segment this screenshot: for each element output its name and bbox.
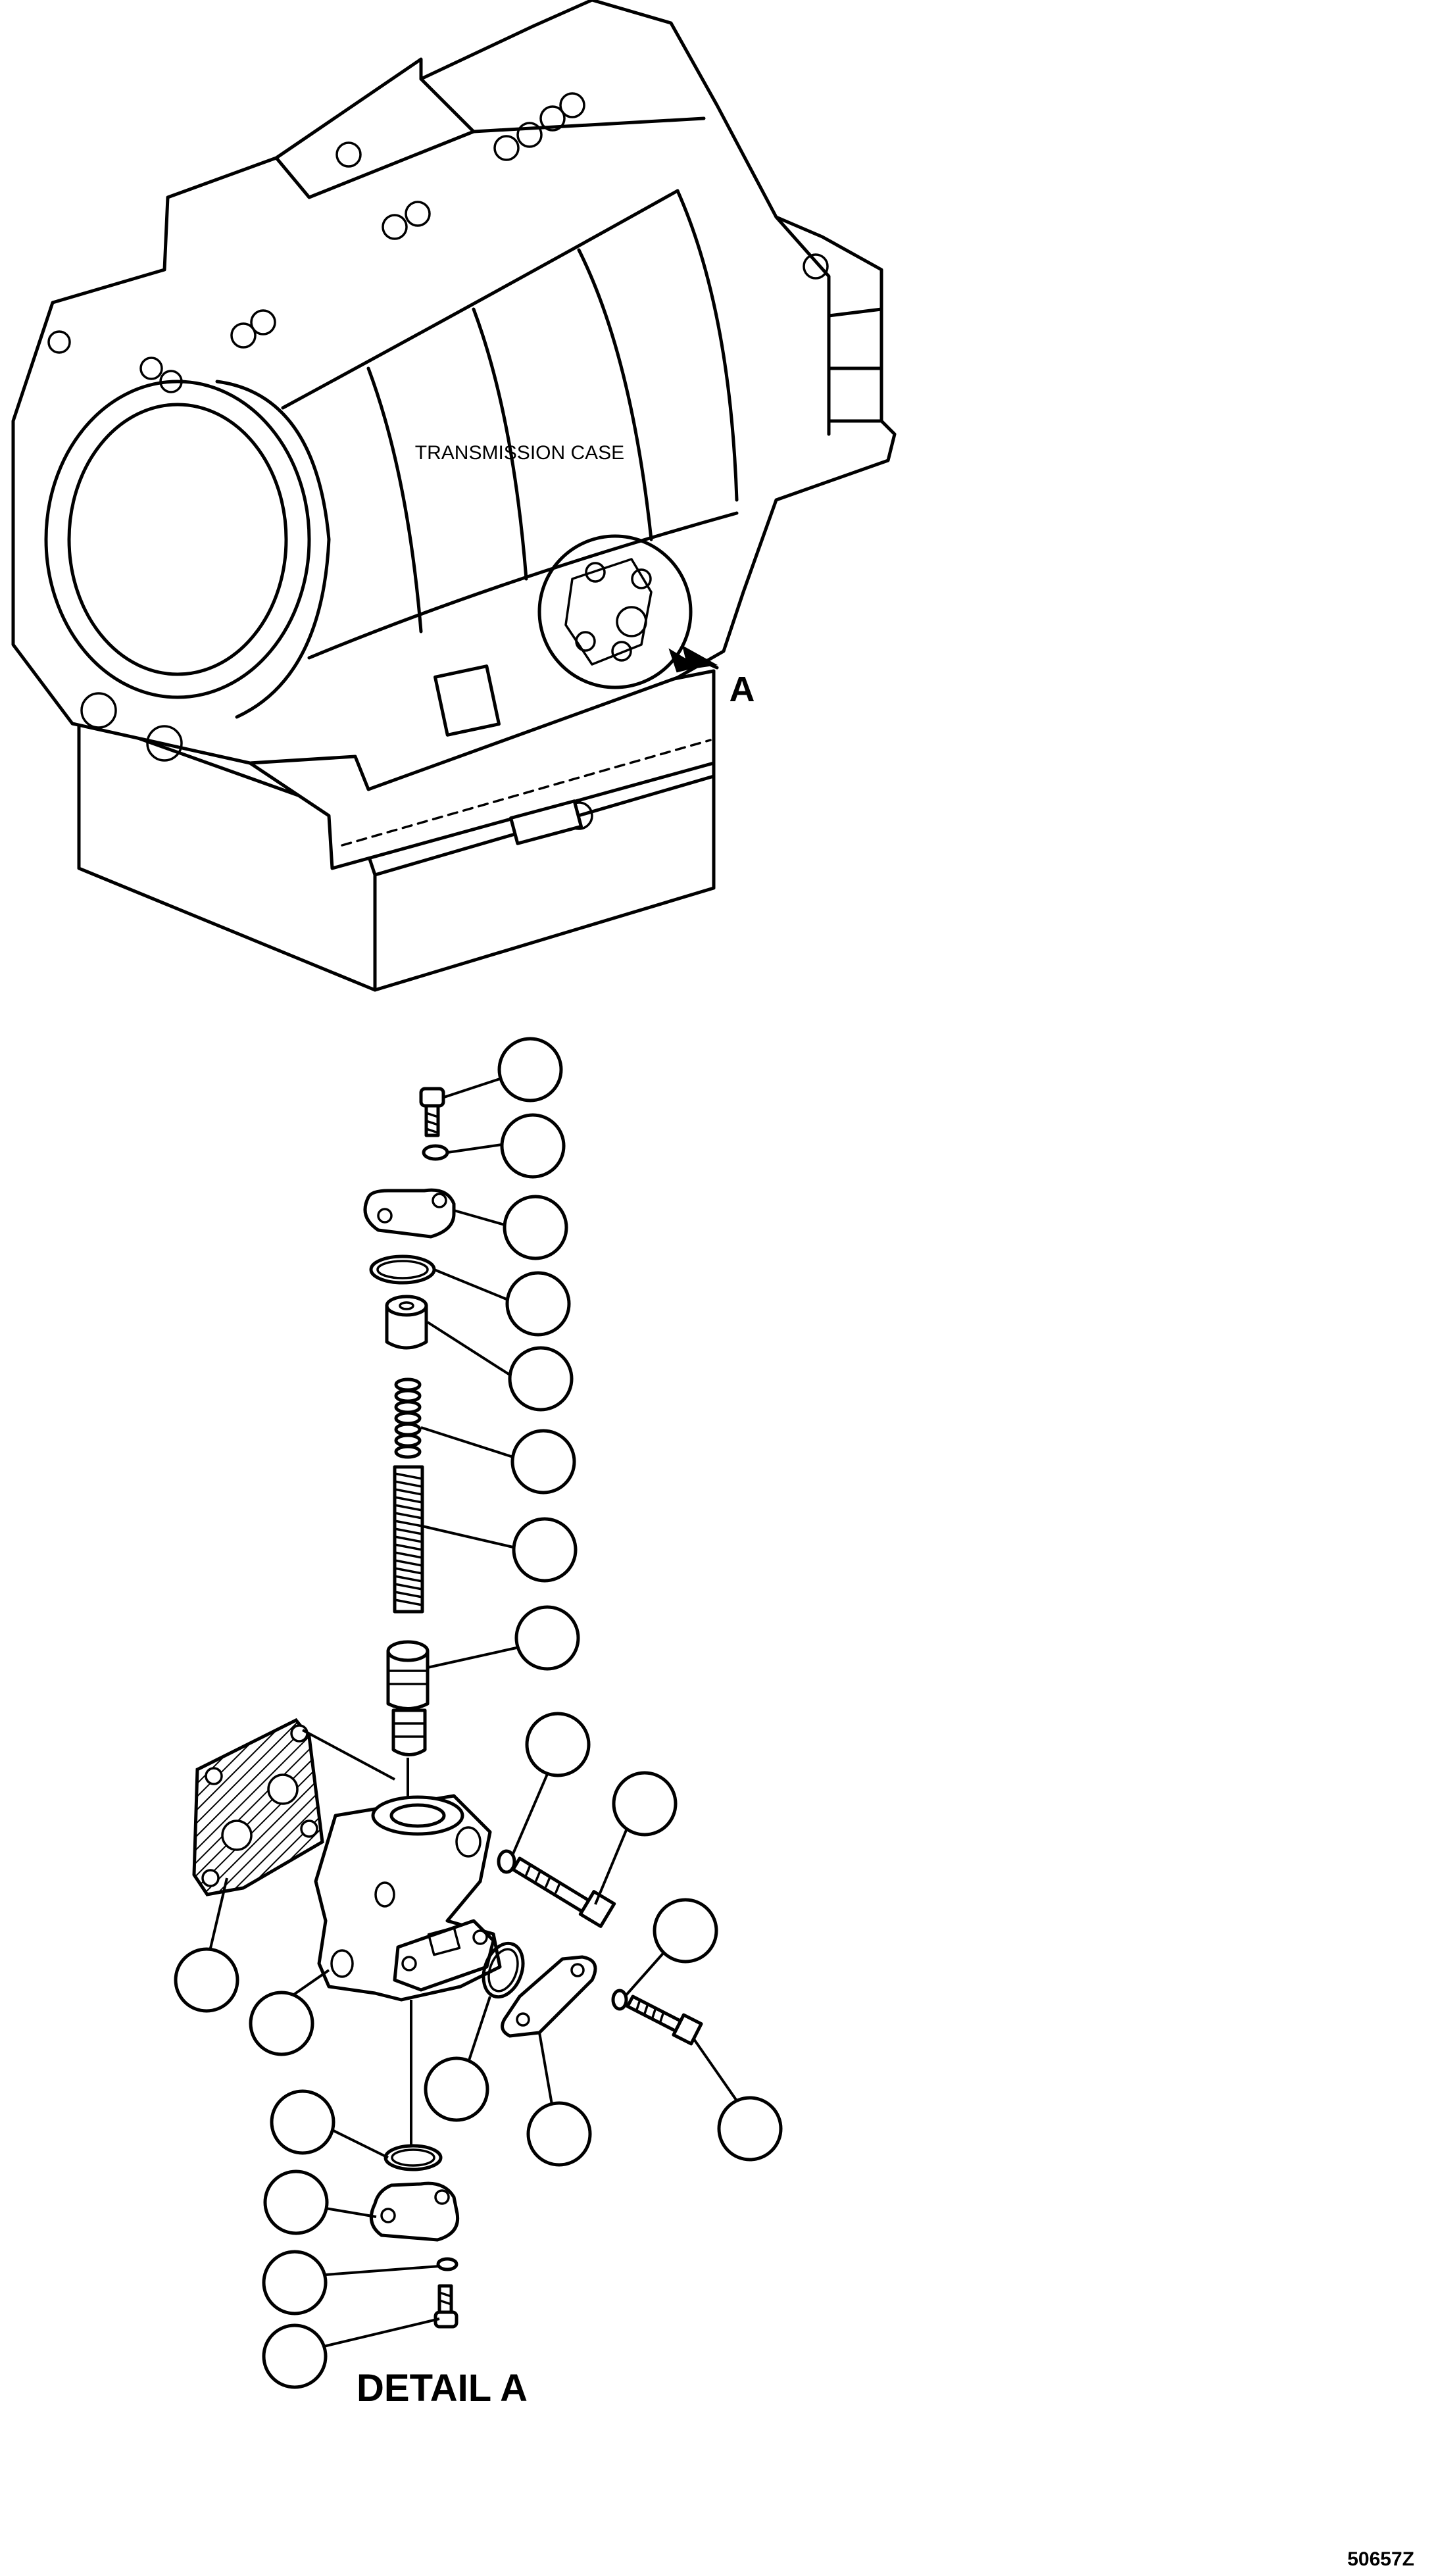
bottom-cover-bolt bbox=[433, 2284, 458, 2329]
view-marker-label: A bbox=[730, 670, 755, 709]
callout-balloon bbox=[424, 2056, 489, 2122]
callout-balloon bbox=[503, 1195, 568, 1260]
callout-balloon bbox=[526, 2101, 592, 2167]
long-spring bbox=[393, 1465, 424, 1614]
callout-balloons bbox=[174, 1037, 783, 2389]
callout-balloon bbox=[510, 1429, 576, 1495]
callout-balloon bbox=[262, 2250, 328, 2316]
figure-code: 50657Z bbox=[1347, 2548, 1414, 2570]
side-o-ring bbox=[482, 1941, 525, 1999]
spring-seat bbox=[385, 1295, 428, 1350]
transmission-case-label: TRANSMISSION CASE bbox=[415, 442, 624, 464]
valve-body-gasket bbox=[192, 1718, 324, 1896]
callout-balloon bbox=[270, 2089, 335, 2155]
callout-balloon bbox=[249, 1991, 314, 2056]
side-washer bbox=[497, 1849, 516, 1874]
callout-balloon bbox=[514, 1605, 580, 1671]
callout-balloon bbox=[525, 1712, 591, 1777]
top-cover-bolt bbox=[419, 1087, 445, 1137]
callout-balloon bbox=[497, 1037, 563, 1102]
callout-balloon bbox=[717, 2096, 783, 2162]
callout-balloon bbox=[508, 1346, 574, 1412]
callout-balloon bbox=[174, 1947, 239, 2013]
transmission-case-drawing bbox=[11, 0, 897, 992]
top-cover-plate bbox=[363, 1188, 456, 1239]
side-cover-plate bbox=[501, 1955, 597, 2038]
callout-balloon bbox=[512, 1517, 578, 1583]
callout-balloon bbox=[500, 1113, 566, 1179]
callout-balloon bbox=[653, 1898, 718, 1964]
detail-a-title: DETAIL A bbox=[357, 2367, 528, 2410]
callout-balloon bbox=[262, 2323, 328, 2389]
side-bolt bbox=[511, 1856, 616, 1928]
callout-balloon bbox=[505, 1271, 571, 1337]
view-arrow-icon bbox=[668, 645, 718, 673]
valve-body bbox=[314, 1794, 502, 2002]
callout-balloon bbox=[612, 1771, 678, 1837]
side-lock-washer bbox=[611, 1989, 628, 2011]
small-spring bbox=[394, 1377, 422, 1459]
side-cover-bolt bbox=[626, 1994, 703, 2046]
top-lock-washer bbox=[422, 1144, 449, 1161]
leader-lines bbox=[208, 1077, 743, 2348]
detail-a-circle bbox=[537, 534, 693, 689]
bottom-lock-washer bbox=[436, 2257, 458, 2271]
detail-a-exploded-view bbox=[192, 1087, 703, 2329]
valve-spool bbox=[386, 1640, 430, 1756]
callout-balloon bbox=[263, 2169, 329, 2235]
